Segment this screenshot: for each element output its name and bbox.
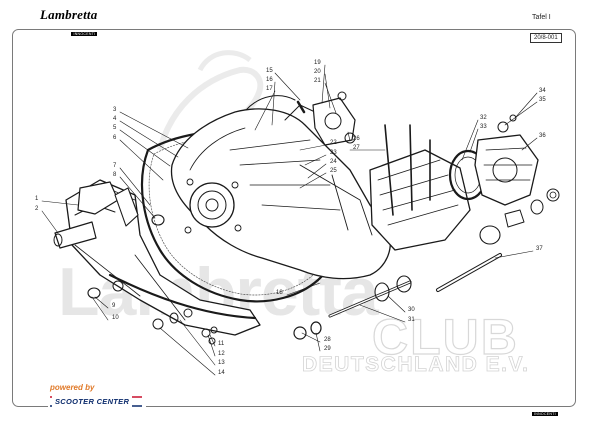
seal-ring [151,214,165,226]
callout-36: 36 [539,133,546,139]
bolt-9 [87,287,101,299]
callout-4: 4 [113,116,117,122]
callout-32: 32 [480,115,487,121]
brand-logo: Lambretta INNOCENTI [40,7,98,40]
callout-14: 14 [218,370,225,376]
callout-5: 5 [113,125,117,131]
cooling-shroud [474,134,539,206]
callout-3: 3 [113,107,117,113]
plate-title: Tafel I [532,14,551,21]
watermark-club: CLUB [371,309,519,365]
callout-20: 20 [314,69,321,75]
callout-30: 30 [408,307,415,313]
callout-2: 2 [35,206,39,212]
callout-33: 33 [480,124,487,130]
callout-27: 27 [353,145,360,151]
callout-26: 26 [353,136,360,142]
callout-7: 7 [113,163,117,169]
mount-plate [312,97,356,146]
callout-24: 24 [330,159,337,165]
callout-10: 10 [112,315,119,321]
callout-22: 22 [330,140,337,146]
callout-25: 25 [330,168,337,174]
cylinder-stud [384,124,394,216]
callout-13: 13 [218,360,225,366]
callout-29: 29 [324,346,331,352]
callout-31: 31 [408,317,415,323]
callout-28: 28 [324,337,331,343]
watermark-deutschland: DEUTSCHLAND E.V. [302,353,530,376]
brand-logo-bottom: INNOCENTI [532,402,558,420]
callout-17: 17 [266,86,273,92]
callout-9: 9 [112,303,116,309]
callout-15: 15 [266,68,273,74]
sponsor-logo: SCOOTER CENTER [48,395,146,408]
callout-11: 11 [218,341,225,347]
callout-leaders [41,64,538,376]
callout-18: 18 [276,290,283,296]
callout-37: 37 [536,246,543,252]
callout-8: 8 [113,172,117,178]
callout-16: 16 [266,77,273,83]
callout-1: 1 [35,196,39,202]
washer-28 [293,326,307,340]
left-cover-boss [77,181,119,215]
callout-23: 23 [330,150,337,156]
brand-logo-text: Lambretta [40,7,98,22]
callout-35: 35 [539,97,546,103]
brand-logo-sub: INNOCENTI [71,32,98,36]
cover-gasket [108,273,257,320]
callout-6: 6 [113,135,117,141]
callout-34: 34 [539,88,546,94]
crankcase-bore [189,182,235,228]
callout-12: 12 [218,351,225,357]
catalog-code: 20/8-001 [530,33,562,43]
stud-15 [296,100,306,114]
bearing-small [546,188,560,202]
powered-by-label: powered by [50,383,95,392]
brand-logo-bottom-text: INNOCENTI [532,412,558,416]
sponsor-logo-text: SCOOTER CENTER [52,396,133,407]
callout-19: 19 [314,60,321,66]
callout-21: 21 [314,78,321,84]
